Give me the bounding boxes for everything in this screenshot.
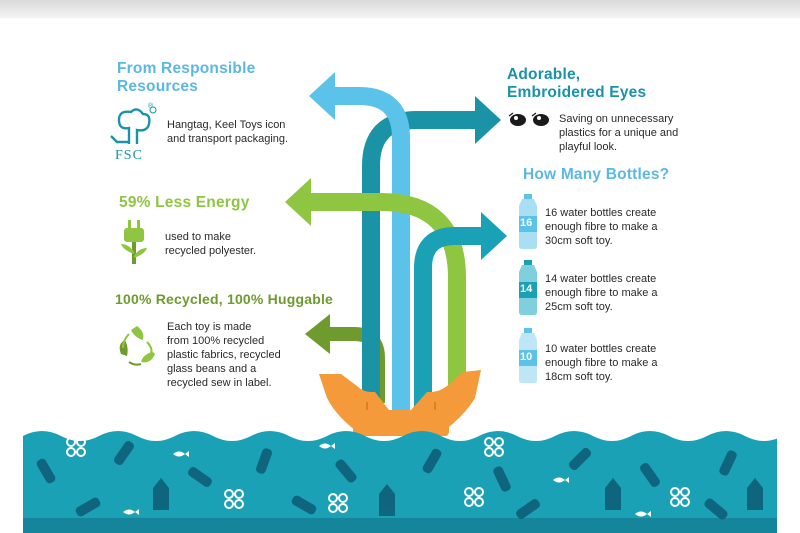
eyes-title-line2: Embroidered Eyes — [507, 84, 647, 101]
responsible-title-line1: From Responsible — [117, 60, 256, 77]
teal-right-arrow — [414, 227, 487, 410]
water-bottle-16-icon: 16 — [515, 194, 541, 250]
ocean-plastic-debris — [36, 441, 763, 520]
eyes-body-line3: playful look. — [559, 141, 618, 153]
bottle-count-14: 14 — [520, 283, 533, 295]
fish-shapes — [123, 443, 651, 517]
energy-title: 59% Less Energy — [119, 194, 250, 211]
green-arrow — [305, 193, 466, 408]
plug-with-leaves-icon — [117, 218, 151, 268]
energy-body-line2: recycled polyester. — [165, 245, 257, 257]
energy-body-line1: used to make — [165, 231, 232, 243]
olive-arrow-head — [305, 314, 330, 354]
bottle-count-16: 16 — [520, 217, 533, 229]
cupped-hands — [319, 370, 481, 436]
bottles-10-line1: 10 water bottles create — [545, 343, 657, 355]
recycled-body-line5: recycled sew in label. — [167, 377, 272, 389]
water-bottle-10-icon: 10 — [515, 328, 541, 384]
infographic-panel: From Responsible Resources ® FSC Hangtag… — [23, 18, 777, 533]
recycled-body-line3: plastic fabrics, recycled — [167, 349, 281, 361]
responsible-body-line2: and transport packaging. — [167, 133, 289, 145]
fsc-registered-mark: ® — [148, 103, 154, 110]
recycled-title: 100% Recycled, 100% Huggable — [115, 291, 334, 307]
blue-arrow-head — [309, 72, 335, 120]
bottles-16-line1: 16 water bottles create — [545, 207, 657, 219]
bottles-14-line2: enough fibre to make a — [545, 287, 658, 299]
bottles-title: How Many Bottles? — [523, 166, 670, 183]
blue-arrow — [329, 87, 410, 410]
water-bottle-14-icon: 14 — [515, 260, 541, 316]
bottles-14-line1: 14 water bottles create — [545, 273, 657, 285]
eyes-title-line1: Adorable, — [507, 66, 581, 83]
eyes-body-line1: Saving on unnecessary — [559, 113, 674, 125]
teal-up-arrow — [362, 111, 487, 410]
recycled-body-line4: glass beans and a — [167, 363, 257, 375]
sea-waves — [23, 431, 777, 533]
arrows-and-hands-illustration — [23, 72, 777, 533]
recycled-body-line1: Each toy is made — [167, 321, 252, 333]
bottles-10-line2: enough fibre to make a — [545, 357, 658, 369]
teal-up-arrow-head — [475, 96, 501, 144]
bottles-16-line3: 30cm soft toy. — [545, 235, 613, 247]
bottles-10-line3: 18cm soft toy. — [545, 371, 613, 383]
recycle-leaves-icon — [115, 324, 159, 368]
bottles-16-line2: enough fibre to make a — [545, 221, 658, 233]
responsible-body-line1: Hangtag, Keel Toys icon — [167, 119, 286, 131]
bottles-14-line3: 25cm soft toy. — [545, 301, 613, 313]
bottle-count-10: 10 — [520, 351, 533, 363]
six-pack-rings — [66, 437, 690, 513]
teal-right-arrow-head — [481, 212, 507, 260]
sea-band — [23, 518, 777, 533]
fsc-logo-text: FSC — [115, 148, 143, 163]
green-arrow-head — [285, 178, 311, 226]
fsc-tree-logo-icon: ® FSC — [107, 103, 159, 166]
responsible-title-line2: Resources — [117, 78, 199, 95]
eyes-body-line2: plastics for a unique and — [559, 127, 679, 139]
recycled-body-line2: from 100% recycled — [167, 335, 265, 347]
browser-top-strip — [0, 0, 800, 18]
embroidered-eyes-icon — [507, 112, 555, 128]
